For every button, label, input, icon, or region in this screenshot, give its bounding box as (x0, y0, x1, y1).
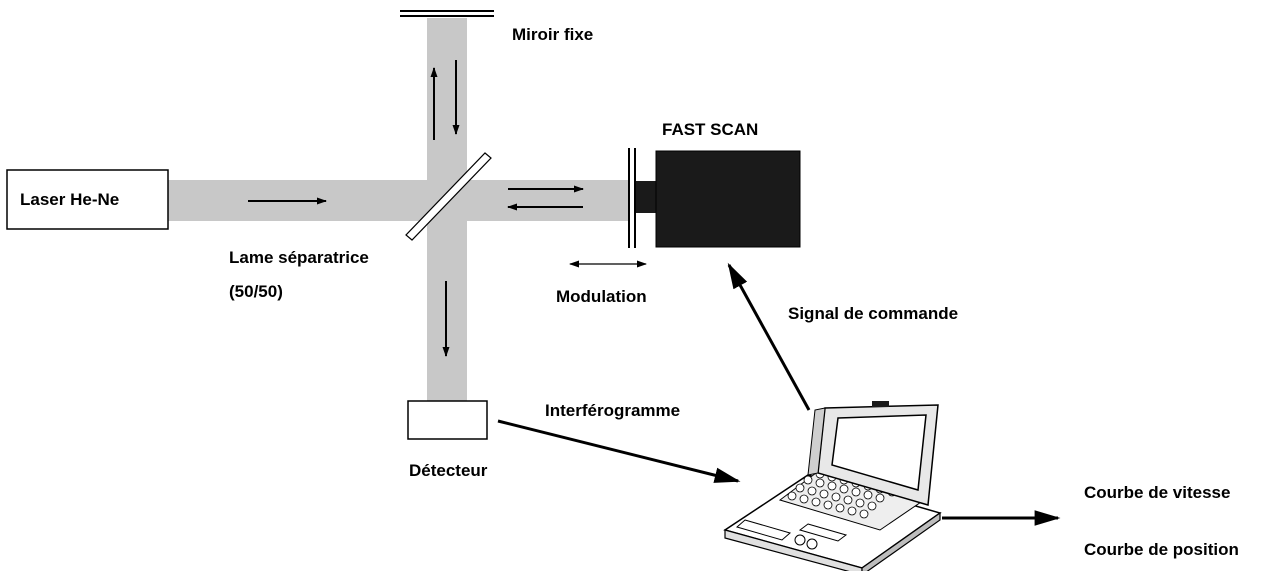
fast-scan-label: FAST SCAN (662, 120, 758, 139)
fast-scan-unit: FAST SCAN (628, 120, 801, 248)
detector: Détecteur (407, 400, 488, 480)
beam-splitter-label-line2: (50/50) (229, 282, 283, 301)
fixed-mirror: Miroir fixe (400, 10, 593, 44)
beam-splitter-label-line1: Lame séparatrice (229, 248, 369, 267)
command-signal-label: Signal de commande (788, 304, 958, 323)
speed-curve-label: Courbe de vitesse (1084, 483, 1230, 502)
laptop-icon (723, 401, 942, 576)
modulation: Modulation (556, 260, 647, 306)
fixed-mirror-label: Miroir fixe (512, 25, 593, 44)
interferogram-arrow-icon (497, 419, 741, 483)
laser-source: Laser He-Ne (6, 169, 169, 230)
detector-box (407, 400, 488, 440)
laser-beams (168, 18, 628, 401)
interferogram-signal: Interférogramme (497, 401, 741, 483)
beam-splitter: Lame séparatrice (50/50) (229, 152, 492, 301)
horizontal-beam (168, 180, 628, 221)
fast-scan-body (655, 150, 801, 248)
detector-label: Détecteur (409, 461, 488, 480)
output: Courbe de vitesse Courbe de position (942, 483, 1239, 559)
command-signal-arrow-icon (727, 262, 811, 411)
beam-splitter-plate (405, 152, 492, 241)
command-signal: Signal de commande (727, 262, 958, 411)
scanner-shaft (636, 181, 656, 213)
modulation-label: Modulation (556, 287, 647, 306)
laser-label: Laser He-Ne (20, 190, 119, 209)
interferogram-label: Interférogramme (545, 401, 680, 420)
beam-arrows (248, 60, 584, 357)
laser-box (6, 169, 169, 230)
position-curve-label: Courbe de position (1084, 540, 1239, 559)
